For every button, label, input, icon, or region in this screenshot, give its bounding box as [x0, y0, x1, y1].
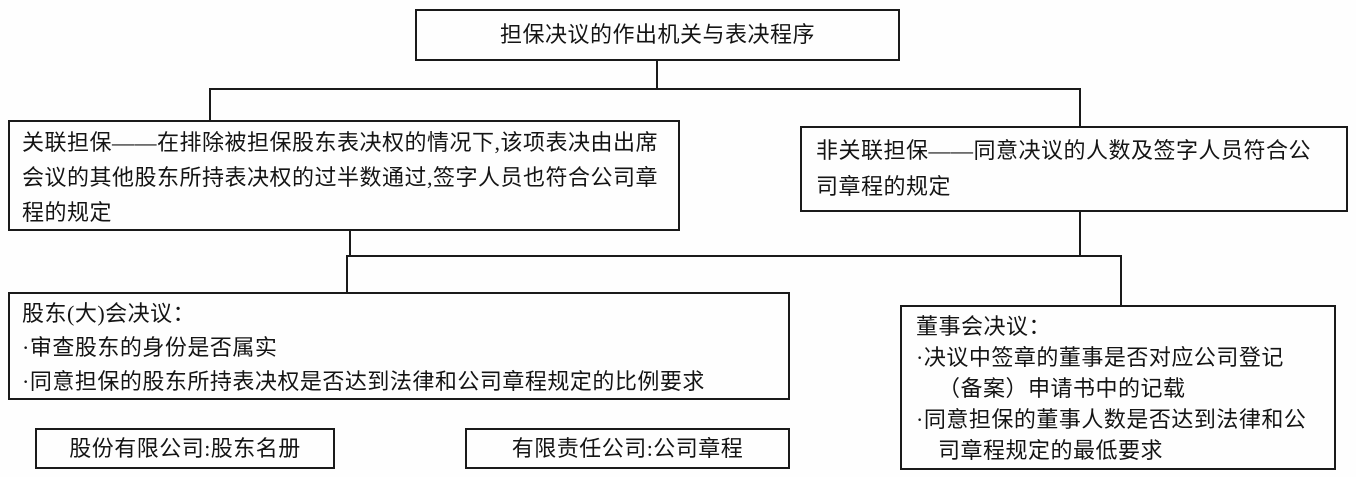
llc-note: 有限责任公司:公司章程: [465, 428, 790, 469]
board-resolution-item: ·同意担保的董事人数是否达到法律和公司章程规定的最低要求: [916, 407, 1307, 463]
related-guarantee-node: 关联担保——在排除被担保股东表决权的情况下,该项表决由出席会议的其他股东所持表决…: [8, 120, 680, 231]
root-node: 担保决议的作出机关与表决程序: [415, 9, 900, 61]
connector-unrelated-down: [1079, 211, 1081, 257]
joint-stock-note-label: 股份有限公司:股东名册: [69, 435, 301, 461]
shareholders-resolution-title: 股东(大)会决议：: [22, 301, 196, 326]
unrelated-guarantee-node: 非关联担保——同意决议的人数及签字人员符合公司章程的规定: [800, 126, 1348, 212]
related-guarantee-label: 关联担保——在排除被担保股东表决权的情况下,该项表决由出席会议的其他股东所持表决…: [22, 130, 659, 225]
shareholders-resolution-node: 股东(大)会决议： ·审查股东的身份是否属实 ·同意担保的股东所持表决权是否达到…: [8, 292, 790, 400]
llc-note-label: 有限责任公司:公司章程: [511, 435, 744, 461]
connector-top-horizontal: [209, 88, 1081, 90]
shareholders-resolution-item: ·同意担保的股东所持表决权是否达到法律和公司章程规定的比例要求: [22, 369, 705, 394]
connector-root-vertical: [656, 60, 658, 90]
joint-stock-note: 股份有限公司:股东名册: [35, 428, 335, 469]
connector-left-branch-drop: [209, 88, 211, 121]
connector-related-down: [349, 230, 351, 257]
unrelated-guarantee-label: 非关联担保——同意决议的人数及签字人员符合公司章程的规定: [816, 138, 1312, 199]
board-resolution-node: 董事会决议： ·决议中签章的董事是否对应公司登记（备案）申请书中的记载 ·同意担…: [900, 305, 1336, 470]
board-resolution-title: 董事会决议：: [916, 314, 1052, 339]
connector-middle-horizontal: [346, 255, 1122, 257]
connector-right-branch-drop: [1079, 88, 1081, 127]
shareholders-resolution-item: ·审查股东的身份是否属实: [22, 335, 278, 360]
connector-board-drop: [1120, 255, 1122, 306]
board-resolution-item: ·决议中签章的董事是否对应公司登记（备案）申请书中的记载: [916, 345, 1284, 401]
root-node-label: 担保决议的作出机关与表决程序: [499, 22, 815, 47]
connector-shareholder-drop: [346, 255, 348, 293]
